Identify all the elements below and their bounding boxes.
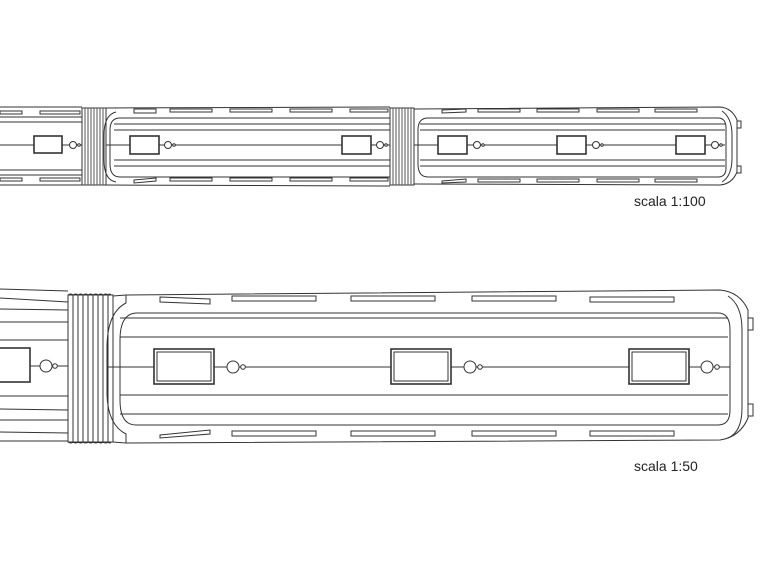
gangway-large <box>67 293 114 444</box>
gangway-1-small <box>81 107 107 186</box>
scale-label-1-50: scala 1:50 <box>634 458 698 474</box>
scale-label-1-100: scala 1:100 <box>634 193 706 209</box>
train-plan-1-50 <box>0 288 754 444</box>
car-3-cab-small <box>413 106 742 186</box>
car-2-small <box>103 106 391 187</box>
car-1-small <box>0 106 82 186</box>
train-plan-1-100 <box>0 106 742 187</box>
car-1-large <box>0 288 69 442</box>
gangway-2-small <box>389 107 415 186</box>
car-2-cab-large <box>106 289 754 444</box>
